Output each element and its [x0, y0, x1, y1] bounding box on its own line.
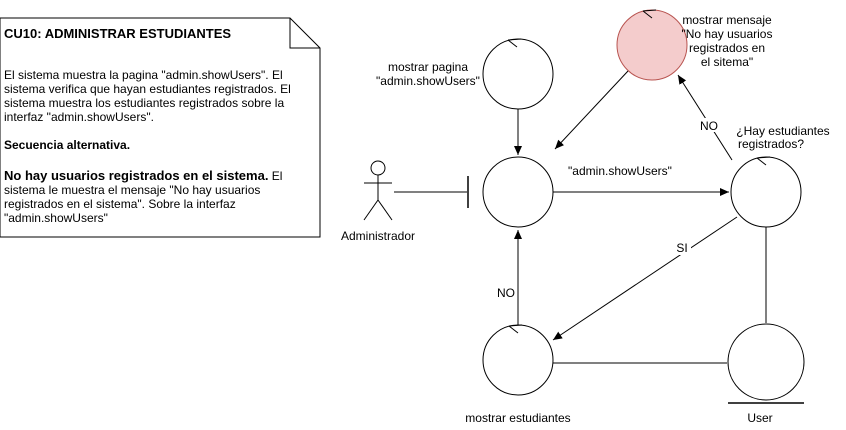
actor-administrador[interactable]: [363, 160, 393, 221]
mostrar-mensaje-label-2: "No hay usuarios: [682, 27, 773, 41]
hay-estudiantes-label-2: registrados?: [738, 137, 804, 151]
edge-label-no-top: NO: [700, 119, 718, 133]
note-para-line-2: sistema verifica que hayan estudiantes r…: [4, 82, 291, 96]
mostrar-mensaje-label-4: el sitema": [701, 55, 753, 69]
note-alt-line-1: No hay usuarios registrados en el sistem…: [4, 168, 282, 183]
mostrar-mensaje-label-1: mostrar mensaje: [682, 13, 772, 27]
edge-label-no-left: NO: [497, 286, 515, 300]
user-label: User: [747, 411, 772, 425]
note-alt-line-4: "admin.showUsers": [4, 211, 108, 225]
mostrar-estudiantes-label: mostrar estudiantes: [465, 411, 570, 425]
edge-si-bg: [673, 241, 691, 255]
mostrar-mensaje-label-3: registrados en: [689, 41, 765, 55]
note-alt-heading: Secuencia alternativa.: [4, 138, 130, 152]
edge-decision-to-estudiantes: [552, 216, 738, 341]
control-mostrar-pagina[interactable]: [482, 38, 554, 110]
mostrar-pagina-label-1: mostrar pagina: [388, 60, 468, 74]
note-alt-line-2: sistema le muestra el mensaje "No hay us…: [4, 183, 260, 197]
edge-no-top-bg: [698, 118, 720, 132]
edge-label-si: SI: [676, 241, 687, 255]
note-para-line-3: sistema muestra los estudiantes registra…: [4, 96, 284, 110]
actor-label: Administrador: [341, 229, 415, 243]
note-para-line-1: El sistema muestra la pagina "admin.show…: [4, 68, 283, 82]
control-hay-estudiantes[interactable]: [730, 156, 802, 228]
control-mostrar-mensaje[interactable]: [616, 9, 688, 81]
control-mostrar-estudiantes[interactable]: [482, 324, 554, 396]
entity-user[interactable]: [727, 323, 805, 404]
note-title: CU10: ADMINISTRAR ESTUDIANTES: [4, 26, 231, 41]
mostrar-pagina-label-2: "admin.showUsers": [376, 74, 480, 88]
note-alt-bold: No hay usuarios registrados en el sistem…: [4, 168, 268, 183]
hay-estudiantes-label-1: ¿Hay estudiantes: [736, 124, 829, 138]
edge-label-admin-showusers: "admin.showUsers": [568, 164, 672, 178]
use-case-note: [0, 17, 321, 238]
edge-mensaje-to-control: [554, 70, 629, 150]
note-alt-rest: El: [268, 169, 282, 183]
note-para-line-4: interfaz "admin.showUsers".: [4, 110, 154, 124]
control-admin-showusers[interactable]: [482, 156, 554, 228]
note-alt-line-3: registrados en el sistema". Sobre la int…: [4, 197, 236, 211]
edge-decision-to-mensaje: [677, 74, 733, 161]
